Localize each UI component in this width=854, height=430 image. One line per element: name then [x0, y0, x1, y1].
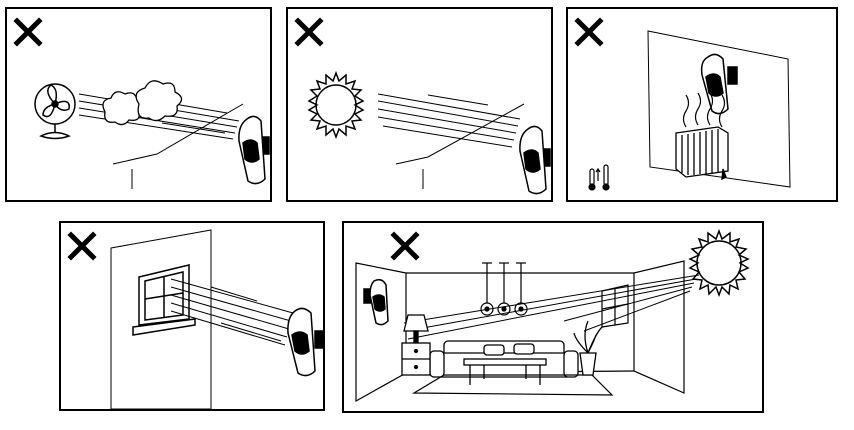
panel-heat-source: Do not place sensor above a heat source …	[566, 7, 838, 202]
wall-panel	[647, 30, 791, 188]
fan-icon	[34, 83, 76, 140]
sun-icon	[688, 228, 750, 298]
panel-direct-sunlight: Do not place sensor in direct sunlight	[286, 7, 553, 202]
window-icon	[132, 264, 196, 336]
sun-rays	[377, 93, 521, 148]
window-icon	[601, 284, 629, 328]
light-beams	[170, 278, 294, 346]
heat-waves	[682, 92, 726, 128]
panel-fan-airflow: Do not place sensor where fan airflow bl…	[5, 7, 272, 202]
cross-icon	[574, 17, 604, 47]
rug	[411, 374, 614, 396]
window-scene	[67, 229, 323, 409]
pir-sensor-icon	[700, 53, 738, 115]
sun-icon	[307, 70, 365, 140]
room-scene	[355, 228, 750, 403]
cross-icon	[67, 231, 97, 261]
wall-panel	[110, 229, 212, 409]
cross-icon	[294, 17, 324, 47]
thermometer-icon	[588, 164, 610, 191]
wall-corner	[395, 103, 525, 189]
pir-sensor-icon	[363, 278, 389, 326]
plant-icon	[573, 320, 603, 376]
pir-sensor-icon	[238, 115, 270, 185]
pir-sensor-icon	[287, 307, 323, 377]
sun-rays	[403, 274, 700, 340]
radiator-scene	[574, 17, 791, 191]
wall-corner	[112, 103, 244, 189]
radiator-icon	[675, 126, 729, 181]
panel-window: Do not point sensor at a window	[59, 221, 325, 411]
cross-icon	[13, 17, 43, 47]
panel-sunlit-room: Do not install sensor where sunlight ent…	[342, 221, 764, 413]
side-table	[401, 342, 431, 376]
pendant-lamps	[480, 262, 528, 316]
sun-scene	[294, 17, 551, 195]
dust-clouds	[102, 80, 183, 126]
fan-scene	[13, 17, 270, 189]
cross-icon	[390, 231, 420, 261]
lamp-icon	[403, 314, 429, 344]
pir-sensor-icon	[519, 125, 551, 195]
